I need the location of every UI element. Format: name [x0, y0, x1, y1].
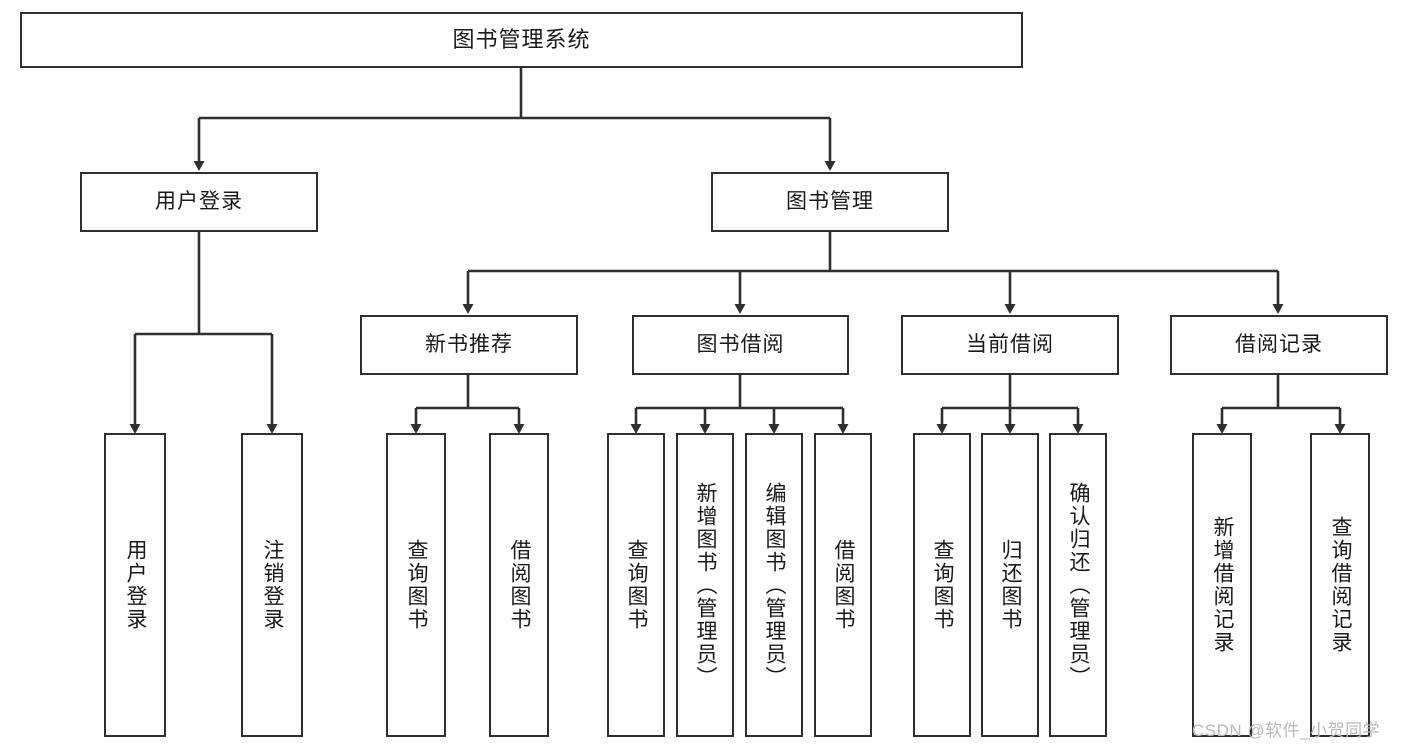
leaf-label: 查询图书	[625, 539, 649, 631]
leaf-borrow-edit-book-admin[interactable]: 编辑图书（管理员）	[745, 433, 803, 737]
leaf-record-add-record[interactable]: 新增借阅记录	[1192, 433, 1252, 737]
leaf-label: 新增图书（管理员）	[694, 481, 718, 689]
leaf-label: 新增借阅记录	[1211, 516, 1235, 654]
leaf-user-login-logout[interactable]: 注销登录	[241, 433, 303, 737]
leaf-borrow-query-book[interactable]: 查询图书	[607, 433, 665, 737]
leaf-label: 借阅图书	[832, 539, 856, 631]
node-book-management[interactable]: 图书管理	[711, 172, 949, 232]
node-new-book-recommend[interactable]: 新书推荐	[360, 315, 578, 375]
leaf-label: 注销登录	[261, 539, 285, 631]
leaf-recommend-borrow-book[interactable]: 借阅图书	[489, 433, 549, 737]
leaf-current-return-book[interactable]: 归还图书	[981, 433, 1039, 737]
leaf-current-confirm-return-admin[interactable]: 确认归还（管理员）	[1049, 433, 1107, 737]
node-current-borrow[interactable]: 当前借阅	[901, 315, 1119, 375]
leaf-label: 查询借阅记录	[1329, 516, 1353, 654]
leaf-label: 查询图书	[931, 539, 955, 631]
node-root-system[interactable]: 图书管理系统	[20, 12, 1023, 68]
node-book-borrow[interactable]: 图书借阅	[632, 315, 849, 375]
csdn-watermark: CSDN @软件_小贺同学	[1192, 721, 1381, 740]
leaf-borrow-add-book-admin[interactable]: 新增图书（管理员）	[676, 433, 734, 737]
leaf-label: 归还图书	[999, 539, 1023, 631]
leaf-label: 用户登录	[124, 539, 148, 631]
leaf-record-query-record[interactable]: 查询借阅记录	[1310, 433, 1370, 737]
leaf-label: 查询图书	[405, 539, 429, 631]
leaf-label: 编辑图书（管理员）	[763, 481, 787, 689]
node-user-login[interactable]: 用户登录	[80, 172, 318, 232]
node-borrow-record[interactable]: 借阅记录	[1170, 315, 1388, 375]
leaf-label: 确认归还（管理员）	[1067, 481, 1091, 689]
leaf-current-query-book[interactable]: 查询图书	[913, 433, 971, 737]
leaf-recommend-query-book[interactable]: 查询图书	[386, 433, 446, 737]
leaf-borrow-borrow-book[interactable]: 借阅图书	[814, 433, 872, 737]
leaf-user-login-login[interactable]: 用户登录	[104, 433, 166, 737]
leaf-label: 借阅图书	[508, 539, 532, 631]
